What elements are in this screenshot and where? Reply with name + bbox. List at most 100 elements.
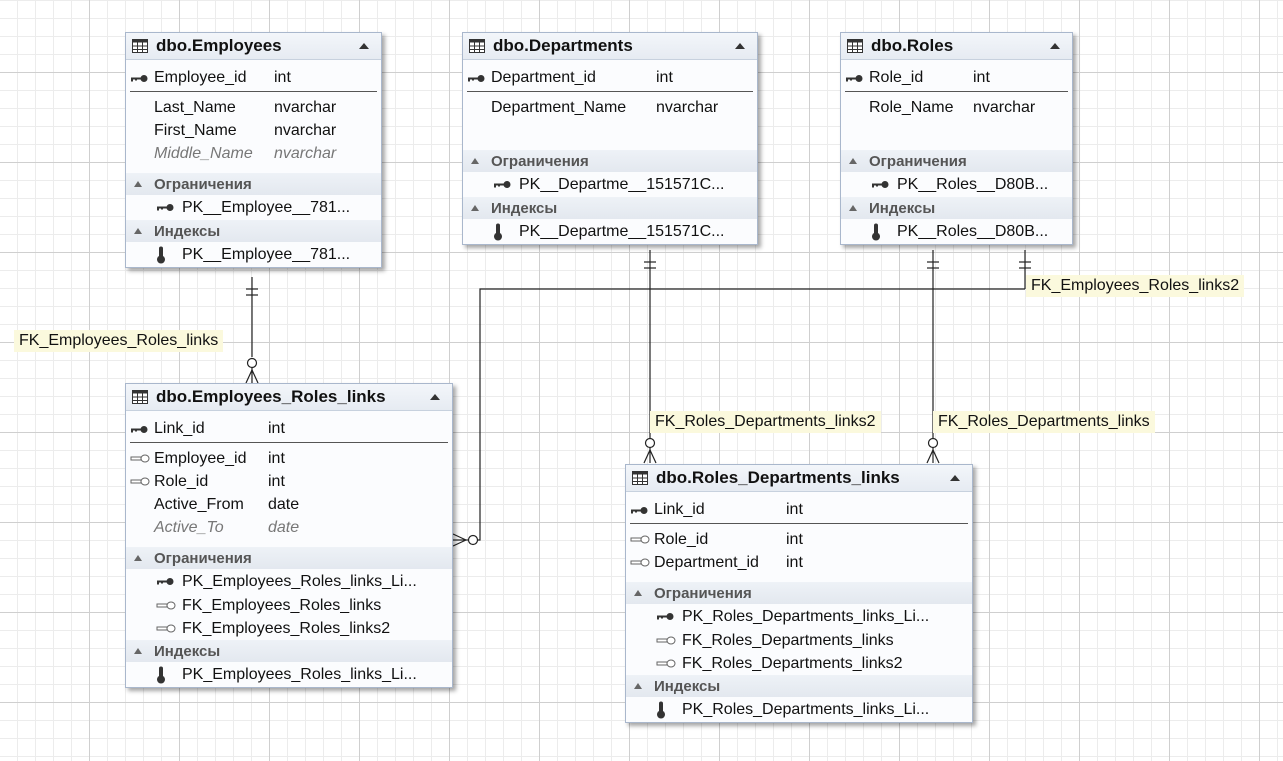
column-row[interactable]: First_Name nvarchar — [130, 119, 377, 142]
expand-icon[interactable] — [134, 181, 142, 187]
collapse-icon[interactable] — [735, 43, 745, 49]
column-row[interactable]: Active_To date — [130, 516, 448, 539]
constraints-section-header[interactable]: Ограничения — [126, 547, 452, 569]
constraint-item[interactable]: PK__Departme__151571C... — [463, 172, 757, 197]
index-item[interactable]: PK__Roles__D80B... — [841, 219, 1072, 244]
indexes-section-header[interactable]: Индексы — [126, 640, 452, 662]
indexes-section-header[interactable]: Индексы — [463, 197, 757, 219]
constraints-section-header[interactable]: Ограничения — [463, 150, 757, 172]
expand-icon[interactable] — [134, 228, 142, 234]
column-row[interactable]: Employee_id int — [130, 447, 448, 470]
section-label: Ограничения — [154, 175, 252, 193]
column-name: Department_id — [491, 69, 596, 86]
table-icon — [132, 390, 148, 404]
column-row[interactable]: Department_Name nvarchar — [467, 96, 753, 119]
column-row[interactable]: Department_id int — [467, 66, 753, 92]
foreign-key-icon — [630, 535, 650, 544]
collapse-icon[interactable] — [430, 394, 440, 400]
expand-icon[interactable] — [471, 205, 479, 211]
column-row[interactable]: Department_id int — [630, 551, 968, 574]
index-icon — [494, 223, 502, 240]
index-item[interactable]: PK_Employees_Roles_links_Li... — [126, 662, 452, 687]
column-type: int — [786, 501, 803, 518]
fk-roles-departments-links2-label[interactable]: FK_Roles_Departments_links2 — [650, 411, 881, 433]
column-type: nvarchar — [274, 98, 337, 116]
constraint-item[interactable]: PK_Roles_Departments_links_Li... — [626, 604, 972, 629]
constraints-section-header[interactable]: Ограничения — [626, 582, 972, 604]
column-row[interactable]: Link_id int — [630, 498, 968, 524]
table-header[interactable]: dbo.Roles_Departments_links — [626, 465, 972, 492]
expand-icon[interactable] — [134, 648, 142, 654]
table-icon — [632, 471, 648, 485]
fk-roles-departments-links-line[interactable] — [926, 250, 940, 464]
fk-employees-roles-links-label[interactable]: FK_Employees_Roles_links — [14, 330, 224, 352]
expand-icon[interactable] — [634, 590, 642, 596]
fk-employees-roles-links-line[interactable] — [245, 277, 259, 384]
table-employees[interactable]: dbo.Employees Employee_id int Last_Name … — [125, 32, 382, 268]
table-departments[interactable]: dbo.Departments Department_id int Depart… — [462, 32, 758, 245]
column-row[interactable]: Active_From date — [130, 493, 448, 516]
column-row[interactable]: Role_id int — [130, 470, 448, 493]
indexes-section-header[interactable]: Индексы — [126, 220, 381, 242]
primary-key-icon — [157, 578, 174, 585]
indexes-section-header[interactable]: Индексы — [841, 197, 1072, 219]
indexes-section-header[interactable]: Индексы — [626, 675, 972, 697]
foreign-key-icon — [156, 601, 176, 610]
column-name: Department_id — [654, 553, 759, 571]
table-header[interactable]: dbo.Employees_Roles_links — [126, 384, 452, 411]
table-header[interactable]: dbo.Roles — [841, 33, 1072, 60]
table-roles[interactable]: dbo.Roles Role_id int Role_Name nvarchar… — [840, 32, 1073, 245]
column-row[interactable]: Employee_id int — [130, 66, 377, 92]
index-item[interactable]: PK__Employee__781... — [126, 242, 381, 267]
expand-icon[interactable] — [849, 205, 857, 211]
column-name: Last_Name — [154, 98, 236, 116]
table-roles-departments-links[interactable]: dbo.Roles_Departments_links Link_id int … — [625, 464, 973, 723]
constraint-item[interactable]: FK_Roles_Departments_links — [626, 629, 972, 652]
primary-key-icon — [494, 181, 511, 188]
index-item[interactable]: PK_Roles_Departments_links_Li... — [626, 697, 972, 722]
constraint-item[interactable]: PK__Roles__D80B... — [841, 172, 1072, 197]
column-name: First_Name — [154, 121, 237, 139]
fk-employees-roles-links2-label[interactable]: FK_Employees_Roles_links2 — [1026, 275, 1245, 297]
section-label: Ограничения — [869, 152, 967, 170]
collapse-icon[interactable] — [950, 475, 960, 481]
column-name: Department_Name — [491, 98, 627, 116]
expand-icon[interactable] — [849, 158, 857, 164]
expand-icon[interactable] — [471, 158, 479, 164]
table-icon — [847, 39, 863, 53]
collapse-icon[interactable] — [1050, 43, 1060, 49]
column-row[interactable]: Role_Name nvarchar — [845, 96, 1068, 119]
constraint-item[interactable]: FK_Roles_Departments_links2 — [626, 652, 972, 675]
constraints-section-header[interactable]: Ограничения — [841, 150, 1072, 172]
foreign-key-icon — [130, 454, 150, 463]
section-label: Индексы — [154, 222, 221, 240]
table-header[interactable]: dbo.Employees — [126, 33, 381, 60]
constraint-item[interactable]: FK_Employees_Roles_links — [126, 594, 452, 617]
section-label: Индексы — [869, 199, 936, 217]
column-row[interactable]: Role_id int — [845, 66, 1068, 92]
index-item[interactable]: PK__Departme__151571C... — [463, 219, 757, 244]
table-header[interactable]: dbo.Departments — [463, 33, 757, 60]
constraint-item[interactable]: PK__Employee__781... — [126, 195, 381, 220]
column-row[interactable]: Middle_Name nvarchar — [130, 142, 377, 165]
column-row[interactable]: Link_id int — [130, 417, 448, 443]
primary-key-icon — [157, 204, 174, 211]
fk-roles-departments-links2-line[interactable] — [643, 250, 657, 464]
primary-key-icon — [468, 74, 485, 82]
fk-roles-departments-links-label[interactable]: FK_Roles_Departments_links — [933, 411, 1155, 433]
constraint-item[interactable]: FK_Employees_Roles_links2 — [126, 617, 452, 640]
column-row[interactable]: Role_id int — [630, 528, 968, 551]
column-name: Role_id — [654, 530, 709, 548]
expand-icon[interactable] — [134, 555, 142, 561]
fk-employees-roles-links2-line[interactable] — [452, 250, 1031, 547]
expand-icon[interactable] — [634, 683, 642, 689]
table-employees-roles-links[interactable]: dbo.Employees_Roles_links Link_id int Em… — [125, 383, 453, 688]
constraints-section-header[interactable]: Ограничения — [126, 173, 381, 195]
collapse-icon[interactable] — [359, 43, 369, 49]
table-title: dbo.Roles — [871, 36, 954, 55]
column-row[interactable]: Last_Name nvarchar — [130, 96, 377, 119]
column-type: int — [268, 420, 285, 437]
constraint-item[interactable]: PK_Employees_Roles_links_Li... — [126, 569, 452, 594]
column-name: Active_From — [154, 495, 244, 513]
